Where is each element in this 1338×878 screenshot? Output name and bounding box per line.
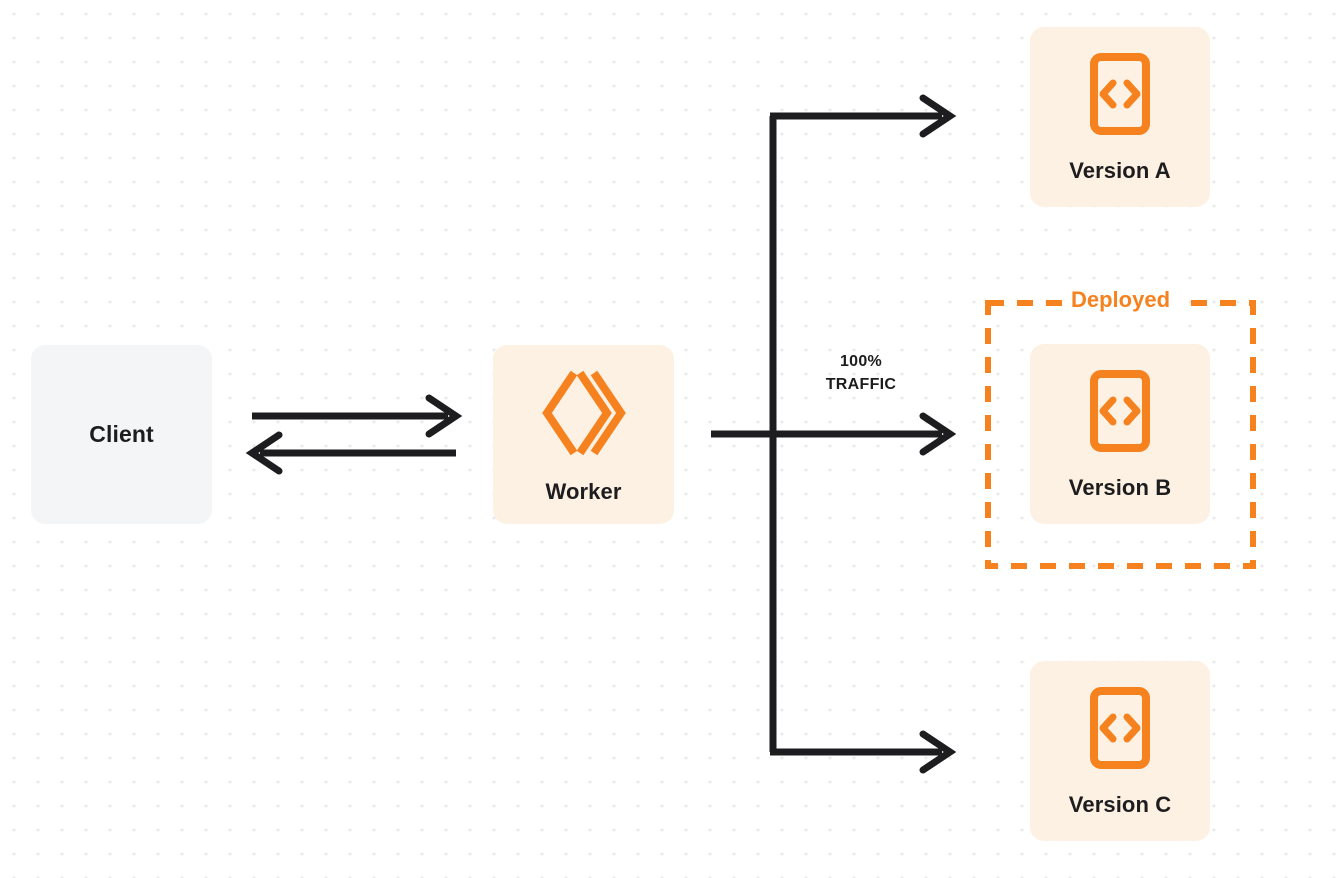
code-brackets-icon	[1089, 369, 1151, 453]
node-version-a[interactable]: Version A	[1030, 27, 1210, 207]
node-worker[interactable]: Worker	[493, 345, 674, 524]
arrowhead-worker-to-client	[245, 431, 283, 475]
arrowhead-version-a	[919, 94, 957, 138]
node-version-a-label: Version A	[1069, 158, 1171, 183]
traffic-label: 100% TRAFFIC	[790, 350, 932, 396]
code-brackets-icon	[1089, 686, 1151, 770]
cloudflare-workers-logo-icon	[540, 367, 628, 459]
node-client-label: Client	[89, 421, 154, 447]
arrowhead-version-b	[919, 412, 957, 456]
node-version-b-label: Version B	[1068, 475, 1172, 500]
code-brackets-icon	[1089, 52, 1151, 136]
node-worker-label: Worker	[545, 478, 622, 504]
traffic-percent: 100%	[839, 353, 883, 370]
arrowhead-version-c	[919, 730, 957, 774]
node-version-c[interactable]: Version C	[1030, 661, 1210, 841]
traffic-word: TRAFFIC	[825, 376, 897, 394]
node-client[interactable]: Client	[31, 345, 212, 524]
deployed-group-label: Deployed	[1061, 289, 1180, 311]
arrowhead-client-to-worker	[425, 394, 463, 438]
node-version-b[interactable]: Version B	[1030, 344, 1210, 524]
node-version-c-label: Version C	[1068, 792, 1172, 817]
